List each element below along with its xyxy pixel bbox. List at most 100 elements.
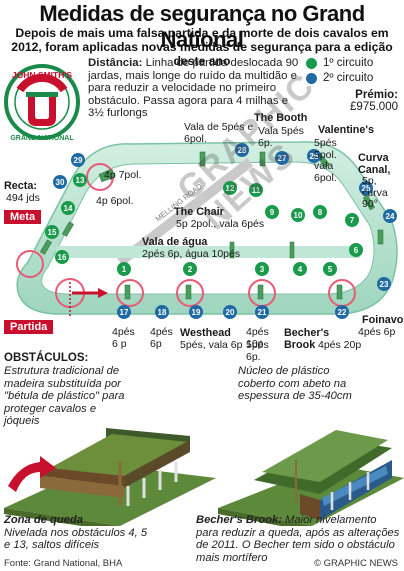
fence-28: 28 xyxy=(235,143,249,157)
fence-2: 2 xyxy=(183,262,197,276)
brook-title: Becher's Brook xyxy=(284,327,330,351)
water-jump-text: 2pés 6p, água 10pés xyxy=(142,248,241,260)
svg-text:12: 12 xyxy=(226,184,235,193)
fence-illustrations xyxy=(4,428,404,526)
svg-text:7: 7 xyxy=(350,216,355,225)
legend-second-circuit: 2º circuito xyxy=(306,72,373,84)
distance-label: Distância: xyxy=(88,57,143,69)
becher-title: Becher's Brook: xyxy=(196,514,282,526)
fence-13-height: 4p 7pol. xyxy=(104,169,142,181)
fence-bar xyxy=(124,284,131,300)
fence-21: 21 xyxy=(255,305,269,319)
meta-tag: Meta xyxy=(4,210,42,224)
fence-bar xyxy=(185,284,192,300)
fence-29: 29 xyxy=(71,153,85,167)
recta-label: Recta: xyxy=(4,180,38,192)
fall-zone-caption: Zona de queda Nivelada nos obstáculos 4,… xyxy=(4,514,154,552)
chair-text: 5p 2pol., vala 6pés xyxy=(176,218,265,230)
svg-text:8: 8 xyxy=(318,208,323,217)
fence-bar xyxy=(259,151,266,167)
fence-26: 26 xyxy=(307,149,321,163)
distance-text: Linha de partida deslocada 90 jardas, ma… xyxy=(88,57,299,120)
blue-dot-icon xyxy=(306,72,317,84)
fence-bar xyxy=(377,229,384,245)
svg-text:GRAND NATIONAL: GRAND NATIONAL xyxy=(10,135,74,142)
fence-12: 12 xyxy=(223,181,237,195)
page-title: Medidas de segurança no Grand National xyxy=(39,1,365,52)
water-jump-title: Vala de água xyxy=(142,236,208,248)
fence-20-height: 4pés 10p xyxy=(246,326,269,350)
svg-text:2: 2 xyxy=(188,265,193,274)
fence-bar xyxy=(61,221,74,237)
svg-text:1: 1 xyxy=(122,265,127,274)
fence-bar xyxy=(199,151,206,167)
becher-text: Maior nivelamento para reduzir a queda, … xyxy=(196,514,400,564)
svg-text:10: 10 xyxy=(294,211,303,220)
svg-text:23: 23 xyxy=(380,280,389,289)
svg-text:26: 26 xyxy=(310,152,319,161)
booth-title: The Booth xyxy=(254,112,308,124)
fence-15: 15 xyxy=(45,225,59,239)
curva-text: 5p, curva 90° xyxy=(362,175,388,210)
svg-text:16: 16 xyxy=(58,253,67,262)
fence-21-height: 5pés 6p. xyxy=(246,339,269,363)
fence-7: 7 xyxy=(345,213,359,227)
fence-14: 14 xyxy=(61,201,75,215)
svg-text:JOHN SMITH'S: JOHN SMITH'S xyxy=(12,70,72,80)
svg-text:5: 5 xyxy=(328,265,333,274)
fall-zone-arrow-icon xyxy=(8,456,56,492)
chair-title: The Chair xyxy=(174,206,224,218)
distance-note: Distância: Linha de partida deslocada 90… xyxy=(88,57,304,120)
fence-17-height: 4pés 6 p xyxy=(112,326,135,350)
credit-note: © GRAPHIC NEWS xyxy=(313,558,398,569)
fence-22: 22 xyxy=(335,305,349,319)
foinavon-text: 4pés 6p xyxy=(358,326,396,338)
svg-text:25: 25 xyxy=(362,184,371,193)
fence-24: 24 xyxy=(383,209,397,223)
svg-text:22: 22 xyxy=(338,308,347,317)
meta-marker xyxy=(16,250,44,278)
prize-value: £975.000 xyxy=(350,101,398,113)
fence-bar xyxy=(362,194,375,211)
fence-25: 25 xyxy=(359,181,373,195)
marker-f4 xyxy=(116,279,144,307)
page-subtitle: Depois de mais uma falsa partida e da mo… xyxy=(11,26,393,68)
svg-text:27: 27 xyxy=(278,154,287,163)
fence-bar xyxy=(289,241,295,259)
svg-text:6: 6 xyxy=(354,246,359,255)
valentines-title: Valentine's xyxy=(318,124,374,136)
fence-5: 5 xyxy=(323,262,337,276)
fence-16: 16 xyxy=(55,250,69,264)
obstacles-left-text: Estrutura tradicional de madeira substit… xyxy=(4,365,125,428)
fence-bar xyxy=(39,239,52,255)
fence-27: 27 xyxy=(275,151,289,165)
fence-9: 9 xyxy=(265,205,279,219)
fall-zone-text: Nivelada nos obstáculos 4, 5 e 13, salto… xyxy=(4,526,148,552)
legend-first-circuit: 1º circuito xyxy=(306,57,373,69)
fence-bar xyxy=(257,284,264,300)
svg-text:24: 24 xyxy=(386,212,395,221)
fence-1: 1 xyxy=(117,262,131,276)
fence-3: 3 xyxy=(255,262,269,276)
brook-text: 4pés 20p xyxy=(318,339,362,351)
plastic-birch-fence-illustration xyxy=(4,428,216,526)
melling-road xyxy=(116,158,254,266)
fence-bar xyxy=(336,284,343,300)
westhead-text: 5pés, vala 6p xyxy=(180,339,243,351)
svg-text:18: 18 xyxy=(158,308,167,317)
booth-text: Vala 5pés 6p. xyxy=(258,125,304,149)
fence-20: 20 xyxy=(223,305,237,319)
westhead-title: Westhead xyxy=(180,327,231,339)
fence-18-height: 4pés 6p xyxy=(150,326,173,350)
fence-6: 6 xyxy=(349,243,363,257)
marker-f5 xyxy=(176,279,204,307)
svg-text:4: 4 xyxy=(298,265,303,274)
course-map-svg: MELLING ROAD xyxy=(16,141,398,319)
fence-11: 11 xyxy=(249,183,263,197)
svg-text:20: 20 xyxy=(226,308,235,317)
fence-23: 23 xyxy=(377,277,391,291)
svg-text:15: 15 xyxy=(48,228,57,237)
fence-19: 19 xyxy=(189,305,203,319)
svg-text:9: 9 xyxy=(270,208,275,217)
svg-text:21: 21 xyxy=(258,308,267,317)
